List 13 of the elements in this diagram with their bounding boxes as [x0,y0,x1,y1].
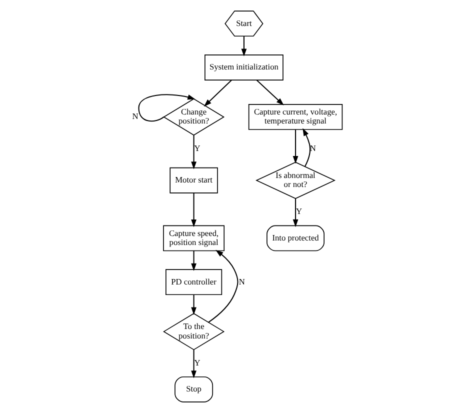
arrow [191,350,196,378]
arrow [302,128,311,167]
arrow [208,250,238,323]
arrow [204,80,232,107]
arrow [191,135,196,170]
arrow [191,294,196,315]
arrow [256,80,284,106]
arrow [292,198,298,228]
arrow [241,36,247,56]
arrow [138,94,196,122]
arrow [191,193,196,228]
arrow [191,250,196,272]
arrow [292,130,298,164]
